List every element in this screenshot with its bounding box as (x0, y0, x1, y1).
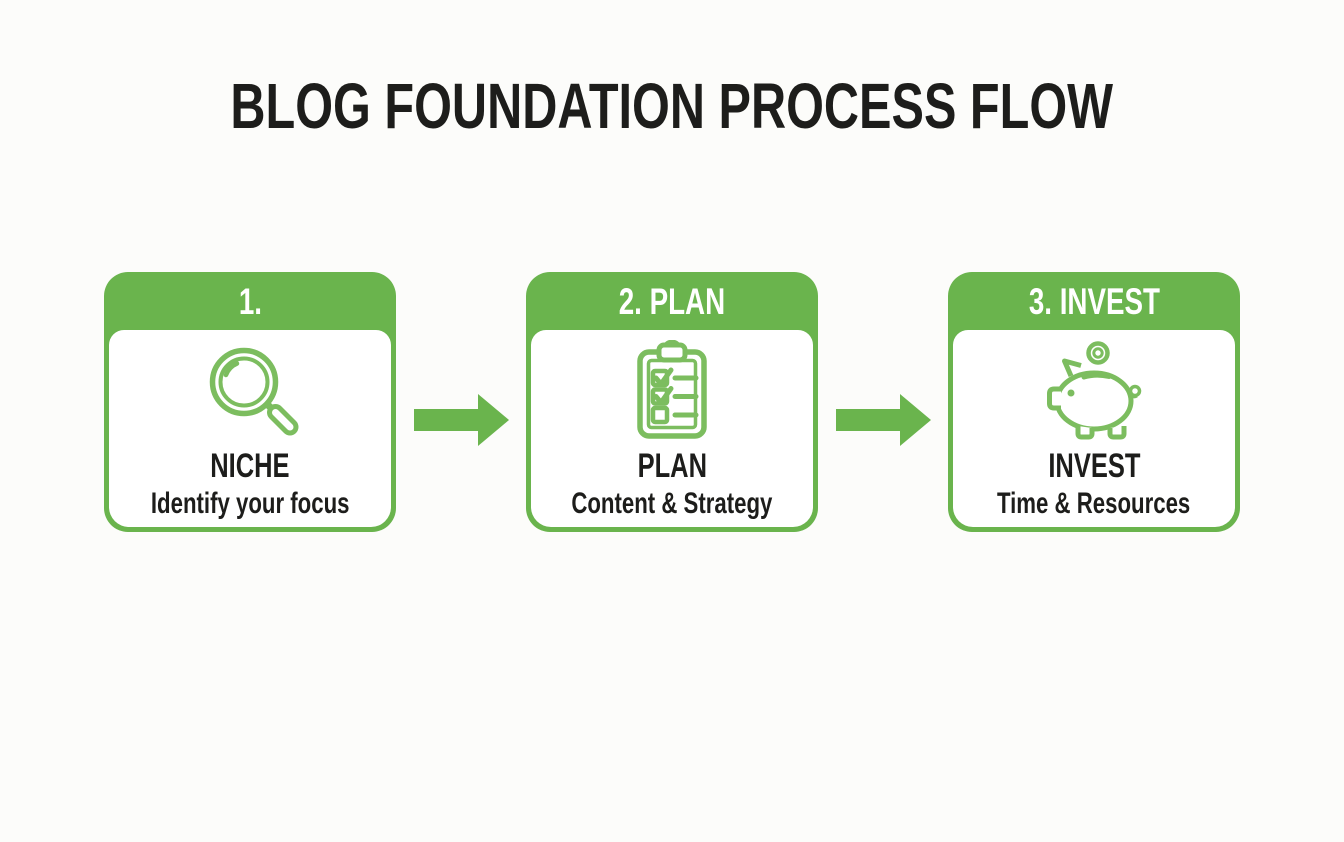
page-title: BLOG FOUNDATION PROCESS FLOW (0, 74, 1344, 138)
step-icon-wrap (198, 340, 303, 444)
step-card-plan: 2. PLAN PLA (526, 272, 818, 532)
step-header: 1. (104, 272, 396, 330)
piggy-bank-icon (1047, 341, 1142, 440)
step-header-text: 2. PLAN (618, 280, 726, 322)
step-description: Identify your focus (150, 486, 350, 520)
step-label: INVEST (1047, 447, 1141, 485)
step-header: 2. PLAN (526, 272, 818, 330)
arrow-right-icon (413, 394, 509, 446)
step-label: PLAN (637, 447, 707, 485)
step-body: NICHE Identify your focus (109, 330, 391, 527)
step-icon-wrap (622, 340, 722, 444)
step-description: Time & Resources (997, 486, 1191, 520)
step-label: NICHE (210, 447, 290, 485)
page-title-text: BLOG FOUNDATION PROCESS FLOW (230, 70, 1114, 142)
connector (396, 394, 526, 446)
arrow-right-icon (835, 394, 931, 446)
step-header-text: 3. INVEST (1028, 280, 1160, 322)
step-header: 3. INVEST (948, 272, 1240, 330)
step-body: PLAN Content & Strategy (531, 330, 813, 527)
step-card-niche: 1. NICHE Identify your focus (104, 272, 396, 532)
step-description: Content & Strategy (571, 486, 773, 520)
step-card-invest: 3. INVEST INVEST (948, 272, 1240, 532)
step-body: INVEST Time & Resources (953, 330, 1235, 527)
step-icon-wrap (1034, 340, 1154, 444)
connector (818, 394, 948, 446)
magnifier-icon (209, 347, 298, 436)
clipboard-checklist-icon (637, 340, 707, 439)
step-header-text: 1. (238, 280, 262, 322)
process-flow: 1. NICHE Identify your focus (0, 272, 1344, 532)
